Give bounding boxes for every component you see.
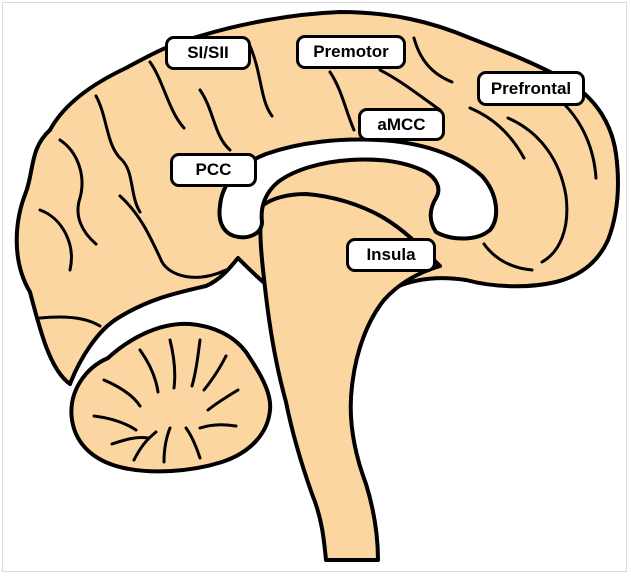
label-premotor: Premotor (296, 35, 406, 69)
label-si-sii: SI/SII (165, 36, 251, 70)
label-insula: Insula (346, 238, 436, 272)
label-pcc: PCC (170, 153, 257, 187)
label-amcc: aMCC (358, 108, 445, 141)
label-prefrontal: Prefrontal (477, 71, 585, 106)
